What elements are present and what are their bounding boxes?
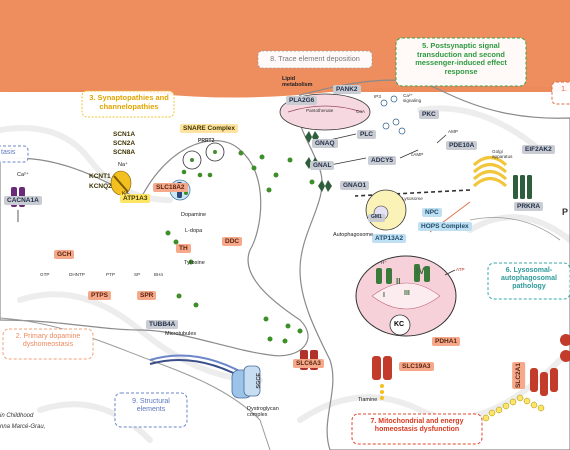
gene-kcnt1: KCNT1	[89, 173, 111, 180]
gene-atp1a3: ATP1A3	[120, 194, 151, 204]
section-synaptopathies: 3. Synaptopathies and channelopathies	[89, 93, 169, 111]
credit-line-1: in Childhood	[0, 413, 34, 419]
gene-gnao1: GNAO1	[340, 181, 370, 191]
second-messengers	[380, 95, 406, 135]
ion-calcium: Ca²⁺	[17, 172, 29, 178]
label-dopamine: Dopamine	[181, 212, 207, 218]
gene-gch: GCH	[54, 250, 75, 260]
label-lysosome: Lysosome	[402, 196, 423, 201]
ion-sodium: Na⁺	[118, 162, 128, 168]
gene-gnal: GNAL	[310, 161, 335, 171]
section-structural: 9. Structural elements	[132, 398, 170, 414]
gene-slc6a3: SLC6A3	[293, 359, 324, 369]
gene-plc: PLC	[357, 130, 376, 140]
gene-scn2a: SCN2A	[113, 140, 136, 147]
label-tyrosine: Tyrosine	[184, 260, 205, 266]
dystroglycan-icon	[231, 365, 261, 399]
edge-receptor-icons	[560, 334, 570, 362]
label-ptp: PTP	[106, 272, 115, 277]
label-thiamine: Tiamine	[358, 397, 378, 403]
credit-line-2: nna Marcé-Grau,	[0, 424, 46, 430]
label-krebs-cycle: KC	[394, 321, 405, 328]
gene-pkc: PKC	[419, 110, 439, 120]
section-postsynaptic: 5. Postsynaptic signal transduction and …	[415, 41, 507, 76]
label-ip3: IP3	[374, 94, 381, 99]
gene-pdha1: PDHA1	[432, 337, 461, 347]
label-complex-ii: II	[396, 277, 401, 286]
gene-hops: HOPS Complex	[418, 222, 472, 232]
gene-gnaq: GNAQ	[312, 139, 338, 149]
gene-pde10a: PDE10A	[446, 141, 478, 151]
label-complex-iii: III	[404, 290, 410, 297]
gene-atp13a2: ATP13A2	[372, 234, 407, 244]
label-complex-iv: IV	[416, 266, 425, 276]
label-bh4: BH4	[154, 272, 163, 277]
glucose-chain	[482, 394, 545, 422]
golgi-icon	[472, 156, 508, 188]
label-ca-signaling: Ca²⁺ signaling	[403, 93, 422, 103]
gene-tubb4a: TUBB4A	[146, 320, 179, 330]
label-ldopa: L-dopa	[185, 228, 203, 234]
gene-sgce: SGCE	[256, 373, 262, 389]
label-complex-i: I	[383, 292, 385, 299]
label-atp: ATP	[456, 267, 465, 272]
label-autophagosome: Autophagosome	[333, 232, 374, 238]
gene-prrt2: PRRT2	[198, 138, 215, 144]
gene-gm1: GM1	[368, 214, 385, 222]
ion-potassium: K⁺	[122, 191, 129, 197]
synaptic-vesicles	[181, 142, 225, 178]
gene-ddc: DDC	[222, 237, 243, 247]
section-dopamine: 2. Primary dopamine dyshomeostasis	[15, 333, 81, 349]
label-coa: CoA	[356, 109, 365, 114]
label-dhntp: DHNTP	[69, 272, 85, 277]
potassium-channel-icon	[110, 170, 132, 196]
section-1-partial: 1.	[561, 86, 567, 93]
gene-kcnq2: KCNQ2	[89, 183, 112, 190]
gene-prkra: PRKRA	[514, 202, 544, 212]
gene-eif2ak2: EIF2AK2	[522, 145, 555, 155]
postsynaptic-membrane	[296, 79, 570, 450]
label-amp: AMP	[448, 129, 458, 134]
label-sp: SP	[134, 272, 141, 277]
gene-cacna1a: CACNA1A	[4, 196, 42, 206]
gene-scn1a: SCN1A	[113, 131, 136, 138]
gene-npc: NPC	[422, 208, 442, 218]
transporter-slc19a3-icon	[372, 356, 392, 380]
gene-spr: SPR	[137, 291, 157, 301]
label-golgi: Golgi apparatus	[492, 149, 513, 159]
section-lysosomal: 6. Lysosomal-autophagosomal pathology	[500, 267, 557, 291]
label-gtp: GTP	[40, 272, 50, 277]
gene-pank2: PANK2	[333, 85, 361, 95]
respiratory-complex-icons	[376, 264, 430, 284]
gene-slc19a3: SLC19A3	[399, 362, 434, 372]
section-4-partial: tasis	[1, 149, 16, 156]
gene-pla2g6: PLA2G6	[286, 96, 318, 106]
gene-slc2a1: SLC2A1	[512, 362, 526, 389]
label-right-edge: P	[562, 207, 569, 217]
section-trace-element: 8. Trace element deposition	[270, 54, 360, 63]
gene-scn8a: SCN8A	[113, 149, 136, 156]
mitochondrion-icon	[355, 255, 457, 337]
label-lipid: Lipid metabolism	[282, 76, 313, 88]
gene-ptps: PTPS	[88, 291, 111, 301]
label-proton: H⁺	[381, 260, 387, 265]
gene-slc18a2: SLC18A2	[153, 183, 188, 193]
eif2ak2-receptor-icon	[513, 175, 532, 199]
label-pantothenate: Pantothenate	[306, 108, 334, 113]
label-camp: cAMP	[411, 152, 424, 157]
gene-th: TH	[176, 244, 191, 254]
section-mitochondrial: 7. Mitochondrial and energy homeostasis …	[370, 418, 464, 434]
dopamine-molecules	[165, 150, 315, 344]
transporter-slc2a1-icon	[530, 368, 558, 396]
gene-adcy5: ADCY5	[368, 156, 397, 166]
label-microtubules: Microtubules	[165, 331, 197, 337]
thiamine-molecules	[380, 384, 384, 400]
gene-snare: SNARE Complex	[180, 124, 239, 134]
label-dystroglycan: Dystroglycan complex	[247, 406, 279, 418]
